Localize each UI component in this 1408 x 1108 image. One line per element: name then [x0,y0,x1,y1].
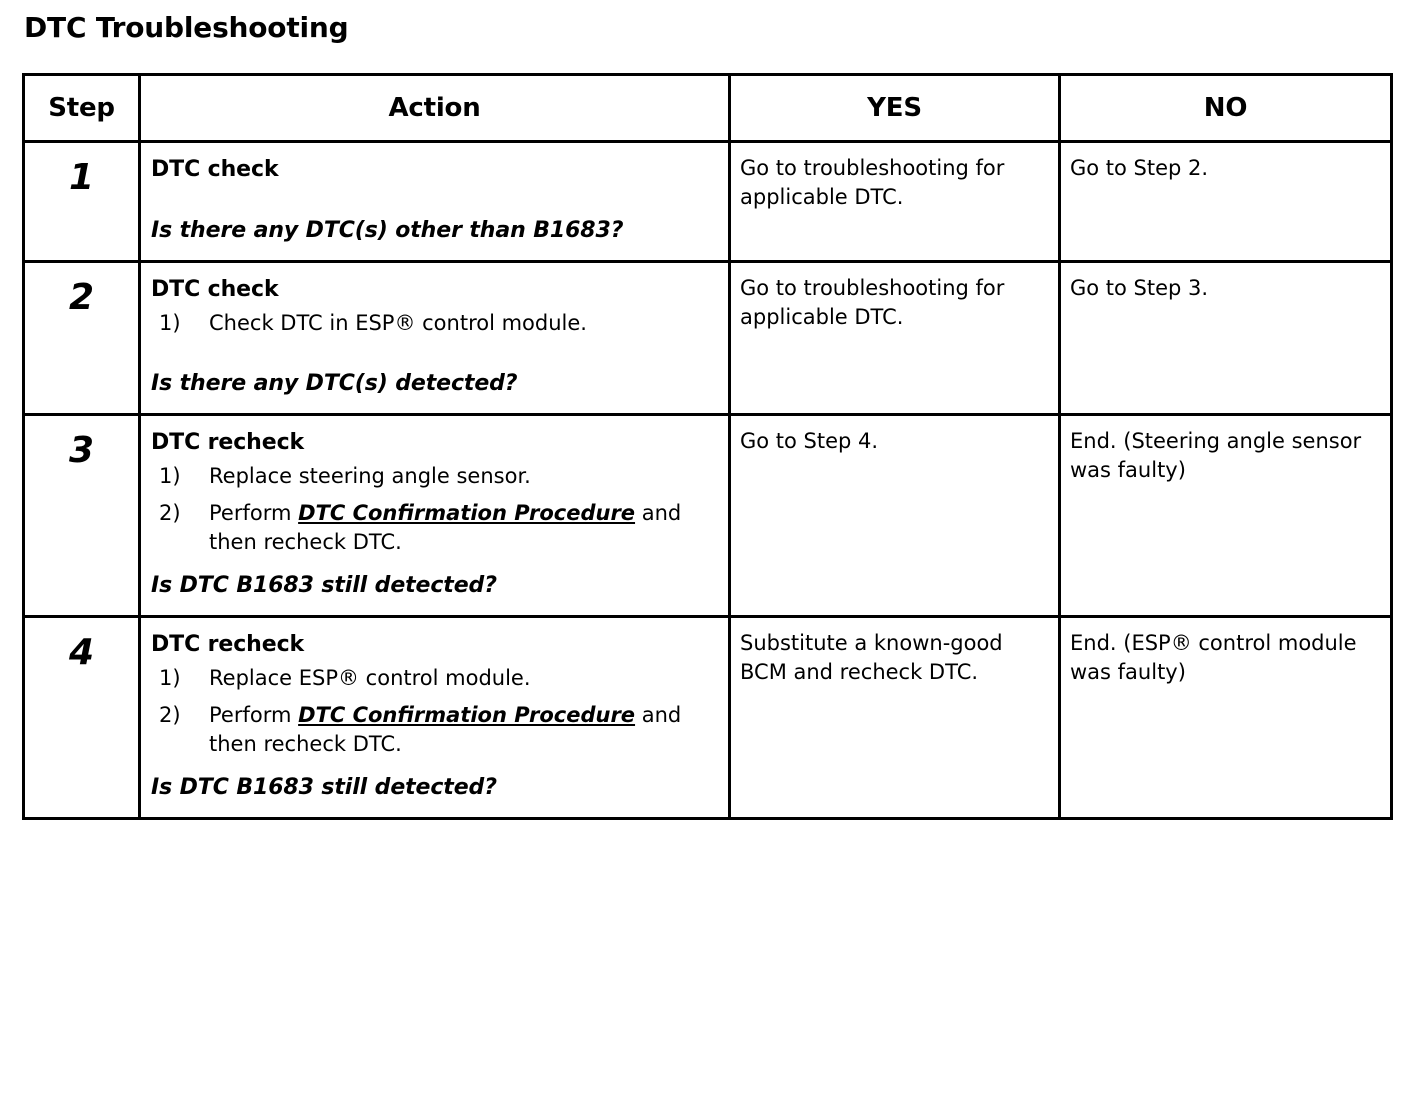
list-marker: 2) [159,703,181,727]
step-number: 1 [22,140,141,263]
action-cell: DTC recheck 1) Replace ESP® control modul… [138,615,731,820]
action-cell: DTC check Is there any DTC(s) other than… [138,140,731,263]
column-header-step: Step [22,73,141,143]
yes-cell: Go to troubleshooting for applicable DTC… [728,140,1061,263]
list-text-after: and then recheck DTC. [209,501,682,554]
dtc-troubleshooting-table: Step Action YES NO 1 DTC check Is there … [22,73,1393,820]
list-item: 1) Replace steering angle sensor. [151,462,720,491]
column-header-yes: YES [728,73,1061,143]
list-text: Check DTC in ESP® control module. [209,311,587,335]
table-row: 4 DTC recheck 1) Replace ESP® control mod… [22,615,1393,820]
list-text-before: Perform [209,501,299,525]
no-cell: Go to Step 3. [1058,260,1393,416]
table-row: 3 DTC recheck 1) Replace steering angle s… [22,413,1393,618]
column-header-action: Action [138,73,731,143]
list-marker: 1) [159,666,181,690]
no-cell: Go to Step 2. [1058,140,1393,263]
action-heading: DTC recheck [151,632,305,657]
action-heading: DTC recheck [151,430,305,455]
action-question: Is DTC B1683 still detected? [151,775,497,800]
no-cell: End. (ESP® control module was faulty) [1058,615,1393,820]
action-question: Is DTC B1683 still detected? [151,573,497,598]
action-heading: DTC check [151,157,279,182]
table-row: 1 DTC check Is there any DTC(s) other th… [22,140,1393,263]
step-number: 4 [22,615,141,820]
action-cell: DTC recheck 1) Replace steering angle sen… [138,413,731,618]
action-heading: DTC check [151,277,279,302]
list-item: 1) Replace ESP® control module. [151,664,720,693]
procedure-reference-link[interactable]: DTC Confirmation Procedure [298,703,636,727]
list-text-before: Perform [209,703,299,727]
action-question: Is there any DTC(s) detected? [151,371,518,396]
list-item: 1) Check DTC in ESP® control module. [151,309,720,338]
list-text: Replace ESP® control module. [209,666,531,690]
list-item: 2) Perform DTC Confirmation Procedure and… [151,499,720,557]
list-item: 2) Perform DTC Confirmation Procedure and… [151,701,720,759]
list-text: Replace steering angle sensor. [209,464,531,488]
list-marker: 1) [159,464,181,488]
step-number: 2 [22,260,141,416]
column-header-no: NO [1058,73,1393,143]
yes-cell: Substitute a known-good BCM and recheck … [728,615,1061,820]
table-row: 2 DTC check 1) Check DTC in ESP® control … [22,260,1393,416]
action-step-list: 1) Replace ESP® control module. 2) Perform… [151,664,720,759]
procedure-reference-link[interactable]: DTC Confirmation Procedure [298,501,636,525]
list-marker: 2) [159,501,181,525]
action-cell: DTC check 1) Check DTC in ESP® control mo… [138,260,731,416]
list-marker: 1) [159,311,181,335]
yes-cell: Go to troubleshooting for applicable DTC… [728,260,1061,416]
action-question: Is there any DTC(s) other than B1683? [151,218,624,243]
action-step-list: 1) Check DTC in ESP® control module. [151,309,720,338]
page-title: DTC Troubleshooting [24,11,349,44]
step-number: 3 [22,413,141,618]
yes-cell: Go to Step 4. [728,413,1061,618]
no-cell: End. (Steering angle sensor was faulty) [1058,413,1393,618]
action-step-list: 1) Replace steering angle sensor. 2) Perfo… [151,462,720,557]
list-text-after: and then recheck DTC. [209,703,682,756]
table-header-row: Step Action YES NO [22,73,1393,143]
